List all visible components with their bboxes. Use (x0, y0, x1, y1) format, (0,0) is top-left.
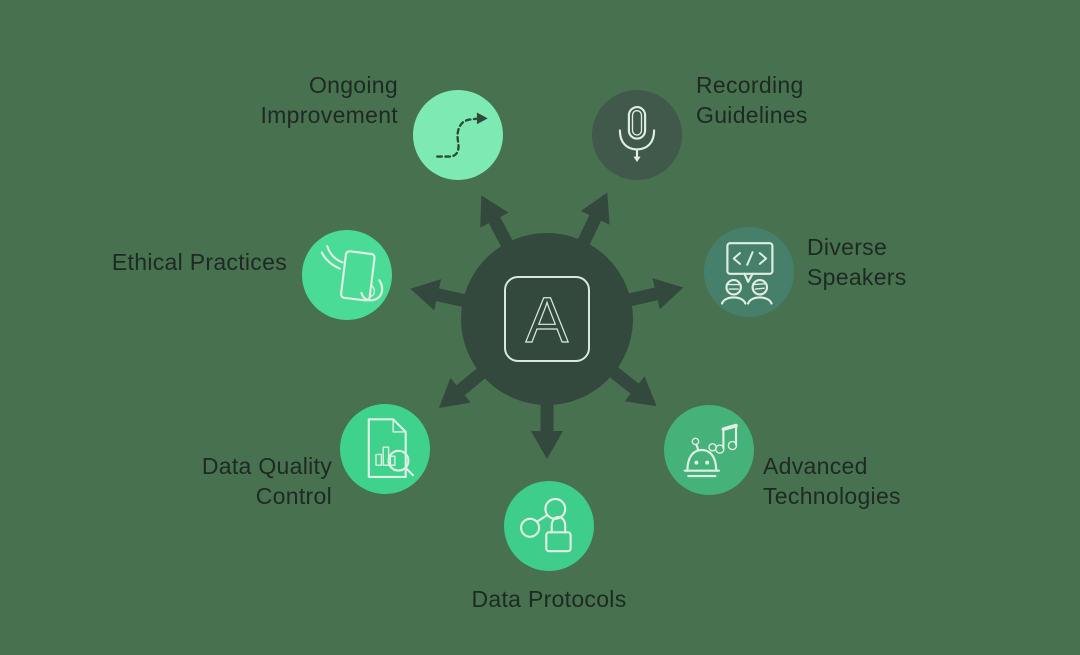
node-circle (340, 404, 430, 494)
code-speech-bubble-people-icon (720, 242, 774, 305)
node-label-diverse-speakers: Diverse Speakers (807, 234, 907, 290)
node-label-data-quality-control: Data Quality Control (201, 453, 332, 509)
node-label-ethical-practices: Ethical Practices (111, 249, 287, 275)
dashed-path-arrow-icon (436, 112, 488, 158)
node-circle (664, 405, 754, 495)
hub-rounded-square (504, 276, 590, 362)
node-data-protocols (504, 481, 594, 571)
node-ethical-practices (302, 230, 392, 320)
node-label-advanced-technologies: Advanced Technologies (763, 453, 901, 509)
hub-circle (461, 233, 633, 405)
node-ongoing-improvement (413, 90, 503, 180)
robot-music-notes-icon (683, 423, 738, 478)
node-recording-guidelines (592, 90, 682, 180)
network-nodes-lock-icon (520, 497, 572, 553)
node-circle (504, 481, 594, 571)
microphone-icon (618, 106, 656, 162)
hands-holding-document-icon (320, 245, 384, 302)
node-label-ongoing-improvement: Ongoing Improvement (260, 72, 398, 128)
node-data-quality-control (340, 404, 430, 494)
hub-arrow-to-data-protocols (531, 377, 563, 459)
letter-a-icon: A (526, 284, 569, 356)
document-chart-magnifier-icon (367, 418, 414, 478)
node-diverse-speakers (704, 227, 794, 317)
hub-group: A (410, 192, 684, 459)
node-label-data-protocols: Data Protocols (471, 586, 627, 612)
node-circle (413, 90, 503, 180)
node-circle (302, 230, 392, 320)
node-advanced-technologies (664, 405, 754, 495)
node-label-recording-guidelines: Recording Guidelines (696, 72, 808, 128)
